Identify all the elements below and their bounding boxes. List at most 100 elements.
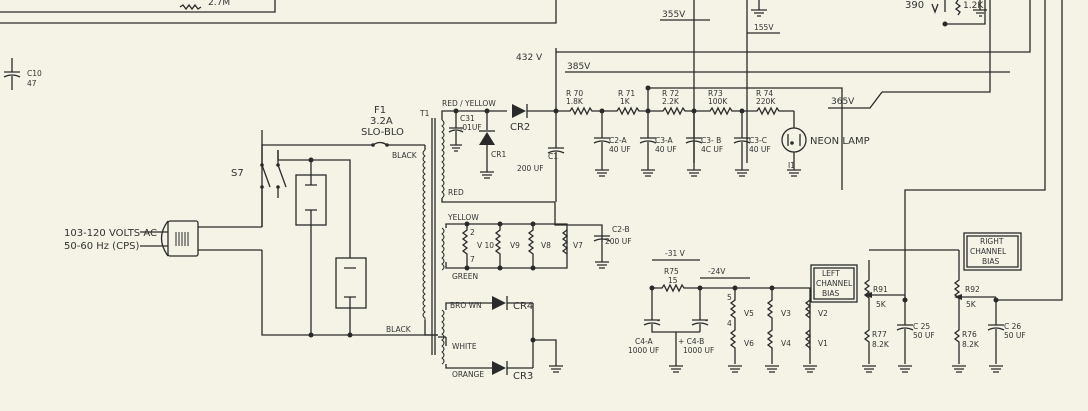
left-bias-line1: LEFT — [822, 269, 840, 278]
c10-ref: C10 — [27, 69, 42, 78]
r74-value: 220K — [756, 97, 776, 106]
c4b-plus: - — [705, 316, 708, 325]
right-channel-bias: RIGHT CHANNEL BIAS R92 5K R76 8.2K C 26 … — [905, 232, 1026, 373]
wire-red: RED — [448, 188, 464, 197]
switch-ref: S7 — [231, 168, 244, 179]
c3c-ref: C3-C — [749, 136, 767, 145]
wire-white: WHITE — [452, 342, 477, 351]
tube-v10: V 10 — [477, 241, 494, 250]
c2a-value: 40 UF — [609, 145, 631, 154]
c26-ref: C 26 — [1004, 322, 1021, 331]
label-365v: 365V — [831, 97, 855, 107]
neon-label: NEON LAMP — [810, 136, 870, 147]
r72-value: 2.2K — [662, 97, 680, 106]
r75-ref: R75 — [664, 267, 679, 276]
c2b-value: 200 UF — [605, 237, 632, 246]
c4a-value: 1000 UF — [628, 346, 659, 355]
c3a-value: 40 UF — [655, 145, 677, 154]
fuse-ref: F1 — [374, 105, 386, 116]
c31-value: .01UF — [460, 123, 482, 132]
wire-red-yellow: RED / YELLOW — [442, 99, 496, 108]
transformer-t1: T1 BLACK BLACK — [386, 109, 445, 365]
c4a-ref: C4-A — [635, 337, 654, 346]
left-bias-line3: BIAS — [822, 289, 839, 298]
c1-ref: C1 — [548, 152, 558, 161]
r70-ref: R 70 — [566, 89, 583, 98]
r74-ref: R 74 — [756, 89, 773, 98]
c25-value: 50 UF — [913, 331, 935, 340]
r73-value: 100K — [708, 97, 728, 106]
transformer-ref: T1 — [419, 109, 430, 118]
label-155v: 155V — [754, 23, 774, 32]
plug-line2: 50-60 Hz (CPS) — [64, 241, 139, 252]
c25-ref: C 25 — [913, 322, 930, 331]
tube-v1: V1 — [818, 339, 828, 348]
right-bias-line1: RIGHT — [980, 237, 1004, 246]
left-channel-bias: LEFT CHANNEL BIAS R91 5K R77 8.2K C 25 5… — [810, 249, 935, 373]
cr2-ref: CR2 — [510, 122, 530, 133]
ac-plug: 103-120 VOLTS AC 50-60 Hz (CPS) — [64, 130, 438, 336]
label-top-resistor: 2.7M — [208, 0, 230, 8]
tube-v5: V5 — [744, 309, 754, 318]
tube-v4: V4 — [781, 339, 791, 348]
wire-black2: BLACK — [386, 325, 412, 334]
fuse-f1: F1 3.2A SLO-BLO — [361, 105, 425, 147]
r76-ref: R76 — [962, 330, 977, 339]
c2a-ref: C2-A — [609, 136, 628, 145]
tube-v7: V7 — [573, 241, 583, 250]
tube-v9: V9 — [510, 241, 520, 250]
r92-ref: R92 — [965, 285, 980, 294]
wire-black1: BLACK — [392, 151, 418, 160]
pin-2: 2 — [470, 228, 475, 237]
tube-v3: V3 — [781, 309, 791, 318]
r75-value: 15 — [668, 276, 678, 285]
top-strip: 2.7M 390 1.2K 355V 155V 432 V 385V 365V — [0, 0, 1063, 301]
wire-orange: ORANGE — [452, 370, 484, 379]
r92-value: 5K — [966, 300, 977, 309]
plug-line1: 103-120 VOLTS AC — [64, 228, 157, 239]
tube-v2: V2 — [818, 309, 828, 318]
c3a-ref: C3-A — [655, 136, 674, 145]
fuse-rating: 3.2A — [370, 116, 393, 127]
c26-value: 50 UF — [1004, 331, 1026, 340]
r71-ref: R 71 — [618, 89, 635, 98]
label-1-2k: 1.2K — [963, 1, 984, 11]
r71-value: 1K — [620, 97, 631, 106]
filter-chain: R 70 1.8K R 71 1K R 72 2.2K R73 100K R 7… — [556, 85, 870, 190]
c4a-plus: - — [657, 316, 660, 325]
interlock-block-2 — [335, 257, 367, 338]
interlock-block-1 — [295, 157, 327, 338]
wire-green: GREEN — [452, 272, 478, 281]
label-432v: 432 V — [516, 53, 543, 63]
r70-value: 1.8K — [566, 97, 584, 106]
switch-s7: S7 — [231, 144, 373, 260]
bias-rectifiers: BRO WN ORANGE WHITE CR4 CR3 — [445, 296, 563, 382]
pin-5: 5 — [727, 293, 732, 302]
right-bias-line3: BIAS — [982, 257, 999, 266]
c10-value: 47 — [27, 79, 37, 88]
fuse-type: SLO-BLO — [361, 127, 404, 138]
tube-v8: V8 — [541, 241, 551, 250]
capacitor-c10: C10 47 — [3, 58, 42, 90]
heater-string-lower: V5 V3 V2 V6 V4 V1 5 4 — [727, 285, 828, 373]
bias-v31: -31 V — [665, 249, 686, 258]
r91-ref: R91 — [873, 285, 888, 294]
r77-value: 8.2K — [872, 340, 890, 349]
r77-ref: R77 — [872, 330, 887, 339]
label-385v: 385V — [567, 62, 591, 72]
c4b-value: 1000 UF — [683, 346, 714, 355]
wire-yellow: YELLOW — [447, 213, 479, 222]
c1-value: 200 UF — [517, 164, 544, 173]
bias-v24: -24V — [708, 267, 726, 276]
tube-v6: V6 — [744, 339, 754, 348]
cr3-ref: CR3 — [513, 371, 533, 382]
c3c-value: 40 UF — [749, 145, 771, 154]
bias-filter: -31 V -24V R75 15 - - C4-A 1000 UF + C4-… — [438, 249, 811, 373]
c3b-ref: C3- B — [701, 136, 721, 145]
c31-ref: C31 — [460, 114, 475, 123]
r73-ref: R73 — [708, 89, 723, 98]
label-390: 390 — [905, 0, 924, 11]
hv-rectifier: RED / YELLOW RED C31 .01UF CR1 CR2 C1 20… — [441, 99, 632, 269]
c3b-value: 4C UF — [701, 145, 723, 154]
